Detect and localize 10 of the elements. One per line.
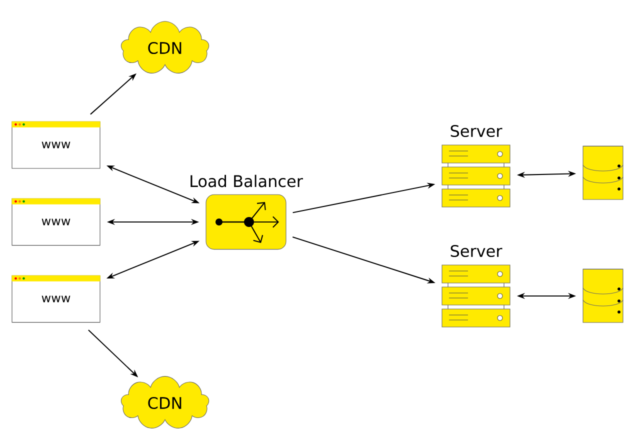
cloud: CDN: [120, 376, 210, 428]
database-icon: [582, 268, 624, 323]
cloud: CDN: [120, 21, 210, 74]
title: Server: [450, 244, 502, 258]
browser-window: www: [12, 198, 100, 246]
title: Server: [450, 124, 502, 138]
database-icon: [582, 146, 624, 200]
browser-window: www: [12, 121, 100, 169]
browser-window: www: [12, 275, 100, 323]
title: Load Balancer: [190, 174, 303, 188]
